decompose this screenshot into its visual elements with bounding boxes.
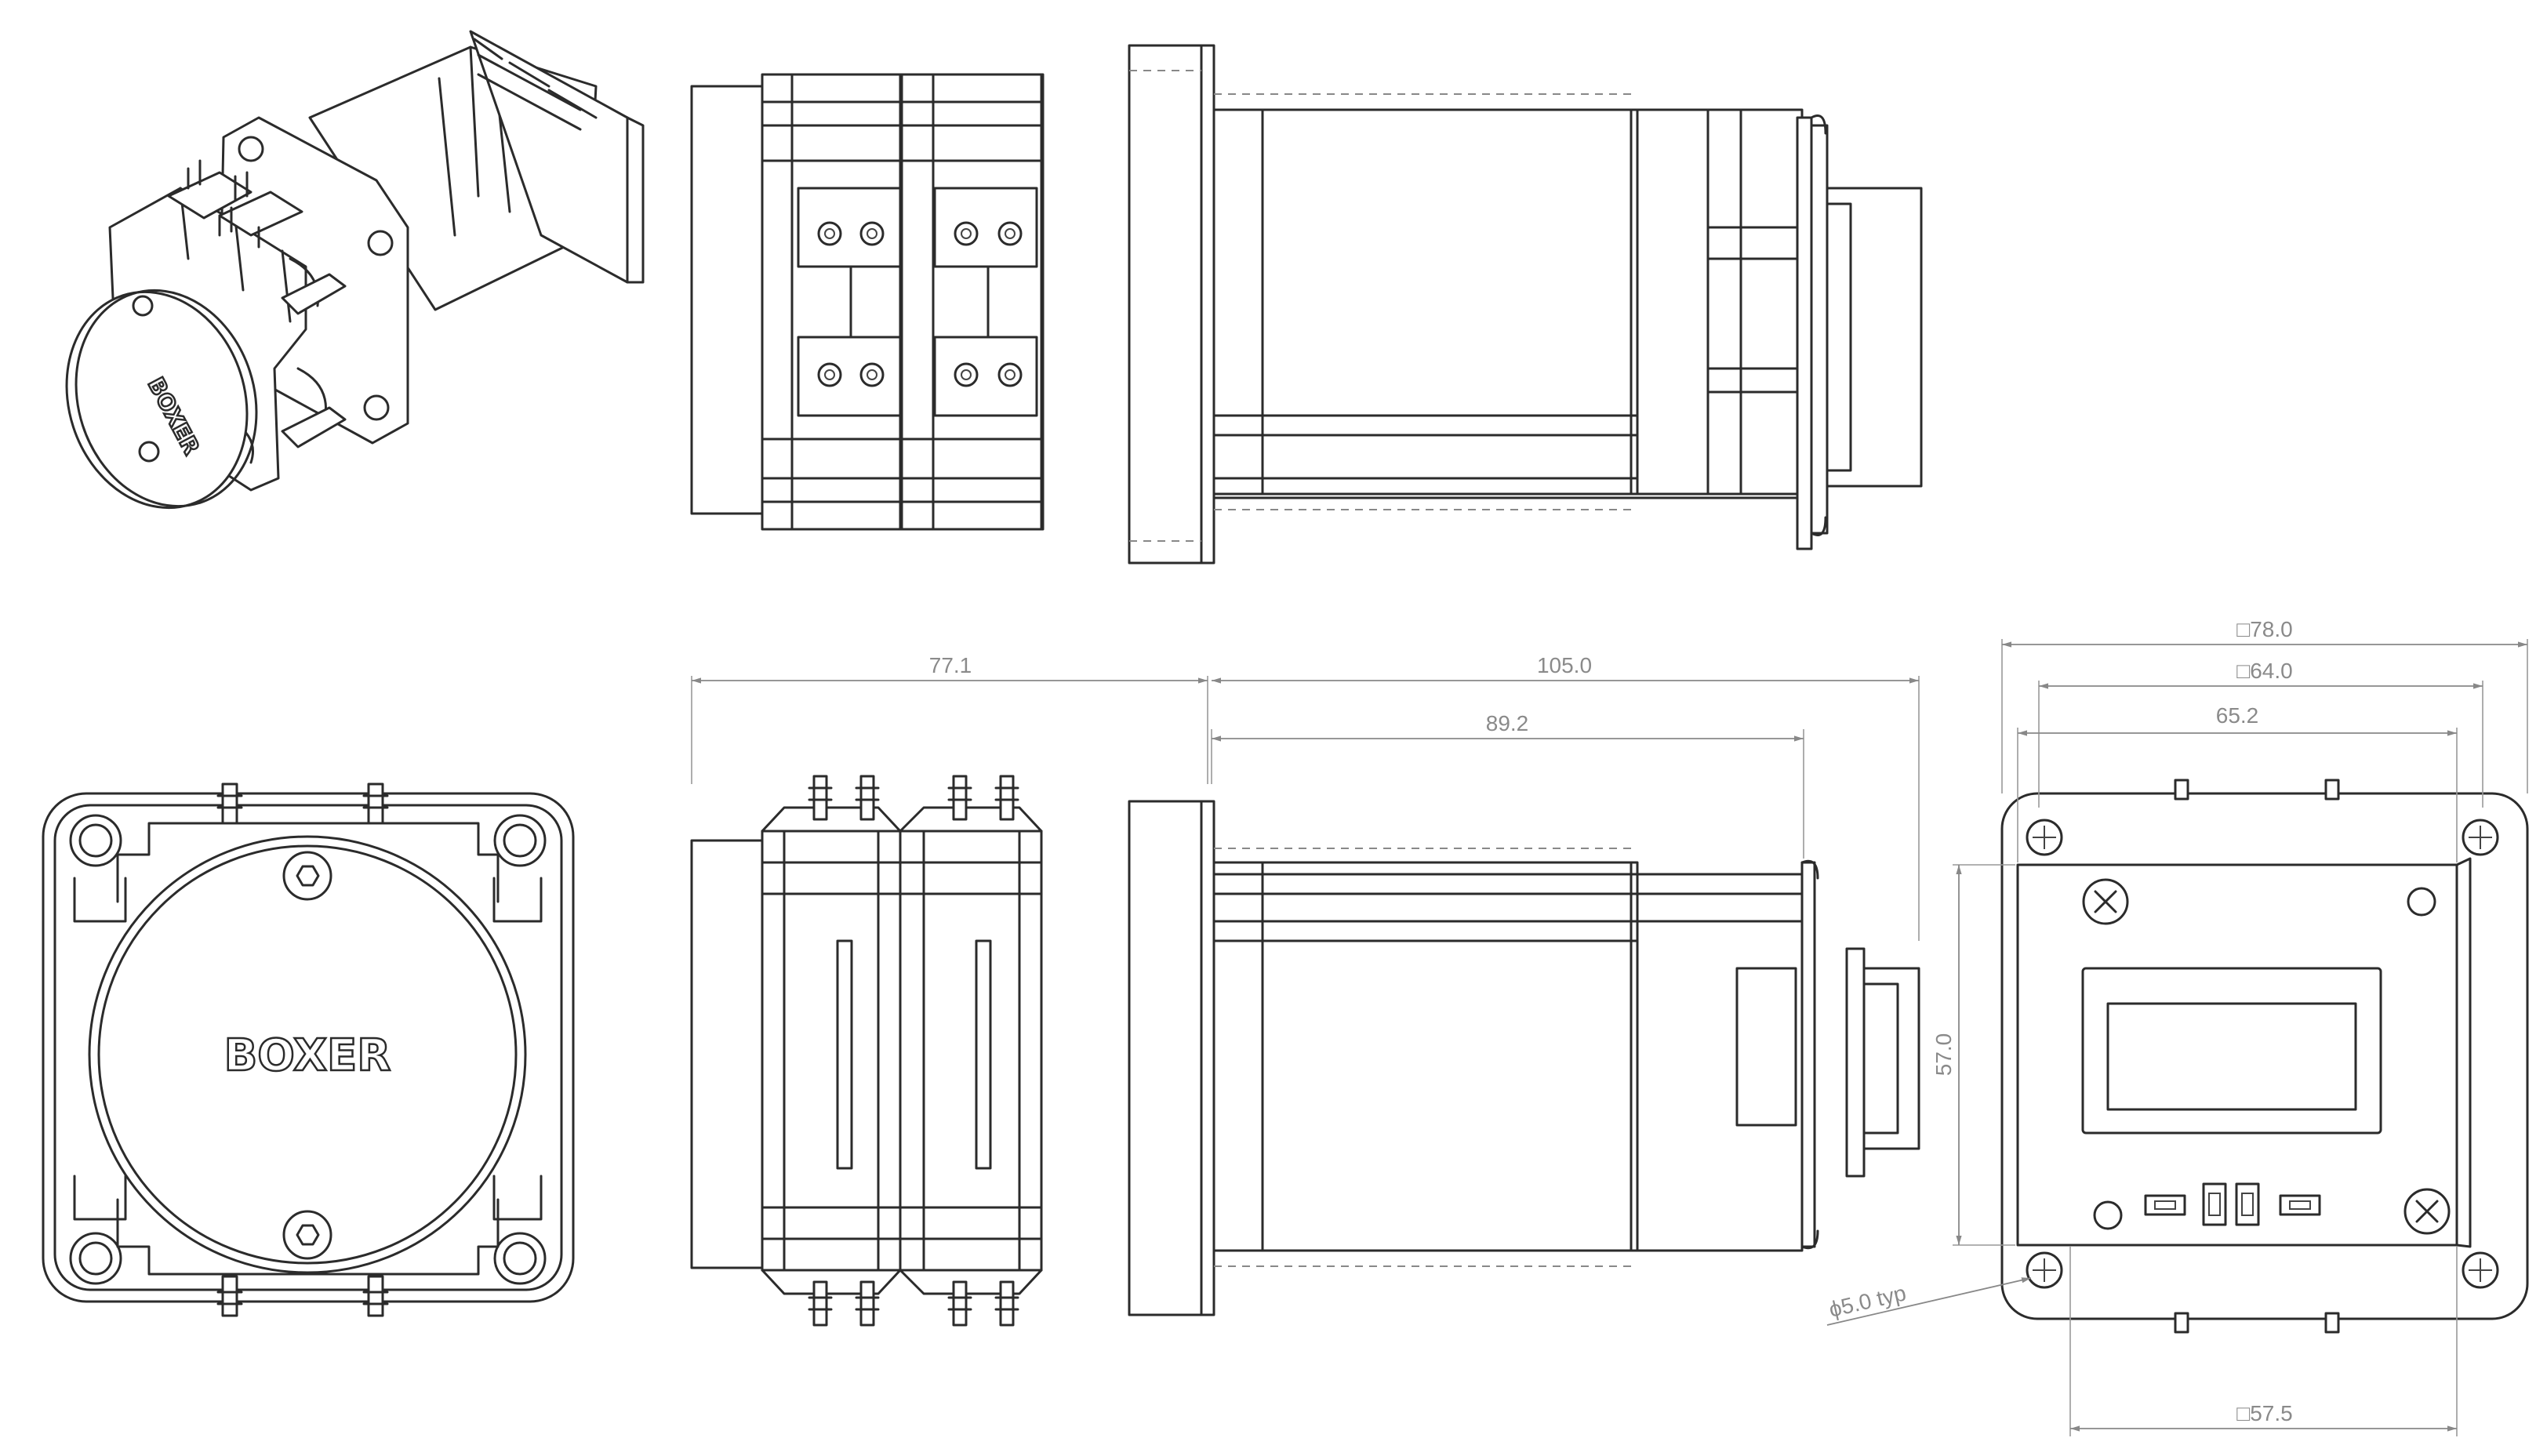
dim-89-2: 89.2 <box>1486 711 1529 735</box>
bottom-side-view <box>690 775 1920 1327</box>
dimension-lines <box>691 639 2528 1436</box>
screw-icon <box>2082 878 2451 1235</box>
dim-105-0: 105.0 <box>1537 653 1592 677</box>
switch-1 <box>2202 1182 2227 1226</box>
switch-2 <box>2235 1182 2260 1226</box>
isometric-view: BOXER <box>65 30 645 510</box>
front-view: BOXER <box>42 782 575 1317</box>
front-brand-label: BOXER <box>224 1030 391 1081</box>
mount-holes-rear <box>2026 819 2499 1289</box>
dim-78-0: □78.0 <box>2236 617 2292 641</box>
dim-77-1: 77.1 <box>929 653 972 677</box>
button-left <box>2144 1194 2186 1216</box>
button-right <box>2279 1194 2321 1216</box>
mount-holes-front <box>69 814 547 1285</box>
rear-view <box>2000 779 2529 1334</box>
dim-65-2: 65.2 <box>2216 703 2259 728</box>
dim-64-0: □64.0 <box>2236 659 2292 683</box>
dim-57-0: 57.0 <box>1931 1033 1956 1077</box>
tube-fittings-top <box>797 187 1038 417</box>
top-side-view <box>690 44 1923 565</box>
display-screen <box>2106 1002 2357 1111</box>
dim-57-5: □57.5 <box>2236 1401 2292 1425</box>
